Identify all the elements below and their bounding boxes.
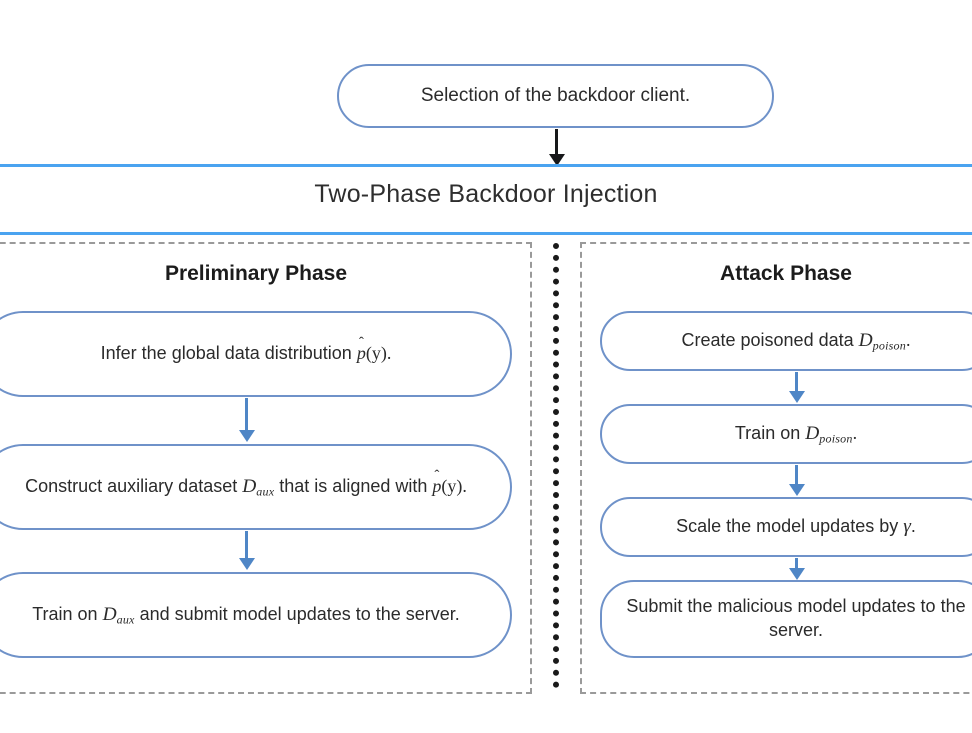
preliminary-step-2: Construct auxiliary dataset Daux that is… bbox=[0, 444, 512, 530]
preliminary-step-3-label: Train on Daux and submit model updates t… bbox=[32, 603, 460, 627]
preliminary-step-1: Infer the global data distribution ̂p(y)… bbox=[0, 311, 512, 397]
arrow-head bbox=[549, 154, 565, 166]
attack-step-4: Submit the malicious model updates to th… bbox=[600, 580, 972, 658]
arrow-shaft bbox=[795, 465, 798, 485]
attack-step-3-label: Scale the model updates by γ. bbox=[676, 516, 916, 538]
attack-step-1: Create poisoned data Dpoison. bbox=[600, 311, 972, 371]
preliminary-step-1-label: Infer the global data distribution ̂p(y)… bbox=[100, 343, 392, 364]
attack-step-2-label: Train on Dpoison. bbox=[734, 422, 858, 446]
attack-step-4-label: Submit the malicious model updates to th… bbox=[626, 596, 966, 640]
arrow-shaft bbox=[555, 129, 558, 155]
preliminary-step-3: Train on Daux and submit model updates t… bbox=[0, 572, 512, 658]
section-title: Two-Phase Backdoor Injection bbox=[314, 180, 658, 208]
arrow-shaft bbox=[245, 398, 248, 431]
preliminary-phase-panel bbox=[0, 242, 532, 694]
preliminary-step-2-label: Construct auxiliary dataset Daux that is… bbox=[25, 475, 467, 499]
attack-step-1-label: Create poisoned data Dpoison. bbox=[681, 329, 911, 353]
entry-node-label: Selection of the backdoor client. bbox=[420, 85, 691, 107]
arrow-shaft bbox=[245, 531, 248, 559]
section-rule-bottom bbox=[0, 232, 972, 235]
attack-phase-heading: Attack Phase bbox=[720, 262, 852, 285]
attack-phase-panel bbox=[580, 242, 972, 694]
arrow-head bbox=[239, 558, 255, 570]
phase-divider bbox=[553, 243, 559, 688]
arrow-head bbox=[789, 391, 805, 403]
arrow-head bbox=[789, 484, 805, 496]
arrow-head bbox=[239, 430, 255, 442]
attack-step-2: Train on Dpoison. bbox=[600, 404, 972, 464]
preliminary-phase-heading: Preliminary Phase bbox=[164, 262, 348, 285]
arrow-shaft bbox=[795, 558, 798, 569]
attack-step-3: Scale the model updates by γ. bbox=[600, 497, 972, 557]
section-rule-top bbox=[0, 164, 972, 167]
entry-node: Selection of the backdoor client. bbox=[337, 64, 774, 128]
arrow-shaft bbox=[795, 372, 798, 392]
arrow-head bbox=[789, 568, 805, 580]
